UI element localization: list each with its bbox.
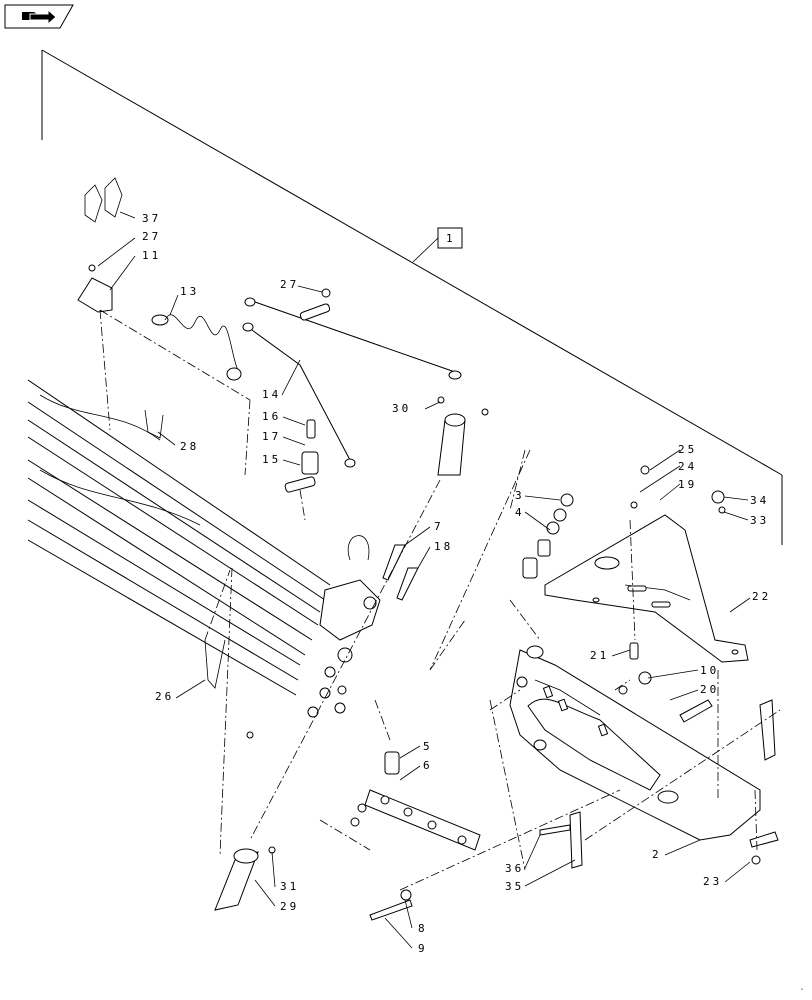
callout-6: 6 [423, 759, 433, 772]
corner-mark: ` [800, 987, 808, 997]
callout-5: 5 [423, 740, 433, 753]
callout-4: 4 [515, 506, 525, 519]
spring [151, 314, 242, 381]
small-brackets [321, 288, 779, 869]
linkage-rods [242, 297, 462, 468]
hair-pin-clips [84, 177, 123, 223]
tube-sleeves [214, 396, 489, 911]
callout-34: 34 [750, 494, 769, 507]
washers [516, 493, 652, 695]
callout-19: 19 [678, 478, 697, 491]
boom-tube [27, 379, 331, 696]
callout-15: 15 [262, 453, 281, 466]
callout-22: 22 [752, 590, 771, 603]
callout-27: 27 [142, 230, 161, 243]
callout-26: 26 [155, 690, 174, 703]
callout-33: 33 [750, 514, 769, 527]
spring-bracket [77, 264, 113, 313]
callout-27-upper: 27 [280, 278, 299, 291]
callout-28: 28 [180, 440, 199, 453]
assembly-label-box: 1 [412, 227, 463, 263]
callout-36: 36 [505, 862, 524, 875]
assembly-bracket [41, 49, 783, 545]
pivot-bar [246, 731, 481, 851]
callout-29: 29 [280, 900, 299, 913]
callout-13: 13 [180, 285, 199, 298]
callout-2: 2 [652, 848, 662, 861]
callout-21: 21 [590, 649, 609, 662]
callout-9: 9 [418, 942, 428, 955]
navigation-arrow-button[interactable] [4, 4, 74, 29]
callout-7: 7 [434, 520, 444, 533]
callout-11: 11 [142, 249, 161, 262]
boom-clevis [307, 535, 381, 718]
callout-3: 3 [515, 489, 525, 502]
callout-10: 10 [700, 664, 719, 677]
callout-14: 14 [262, 388, 281, 401]
bushings [284, 419, 319, 493]
callout-8: 8 [418, 922, 428, 935]
callout-25: 25 [678, 443, 697, 456]
callout-16: 16 [262, 410, 281, 423]
assembly-centerlines [99, 309, 781, 891]
callout-numbers: 37 27 11 13 27 14 16 17 15 28 30 26 3 4 … [142, 212, 771, 955]
callout-18: 18 [434, 540, 453, 553]
callout-20: 20 [700, 683, 719, 696]
callout-35: 35 [505, 880, 524, 893]
bolts [369, 544, 571, 921]
leader-lines [97, 211, 751, 949]
callout-23: 23 [703, 875, 722, 888]
callout-31: 31 [280, 880, 299, 893]
callout-30: 30 [392, 402, 411, 415]
arrow-icon [22, 8, 57, 26]
u-bolts [144, 409, 226, 689]
triangle-bracket [544, 514, 749, 663]
callout-24: 24 [678, 460, 697, 473]
hitch-frame [509, 645, 761, 841]
callout-17: 17 [262, 430, 281, 443]
callout-37: 37 [142, 212, 161, 225]
assembly-label: 1 [446, 232, 456, 245]
